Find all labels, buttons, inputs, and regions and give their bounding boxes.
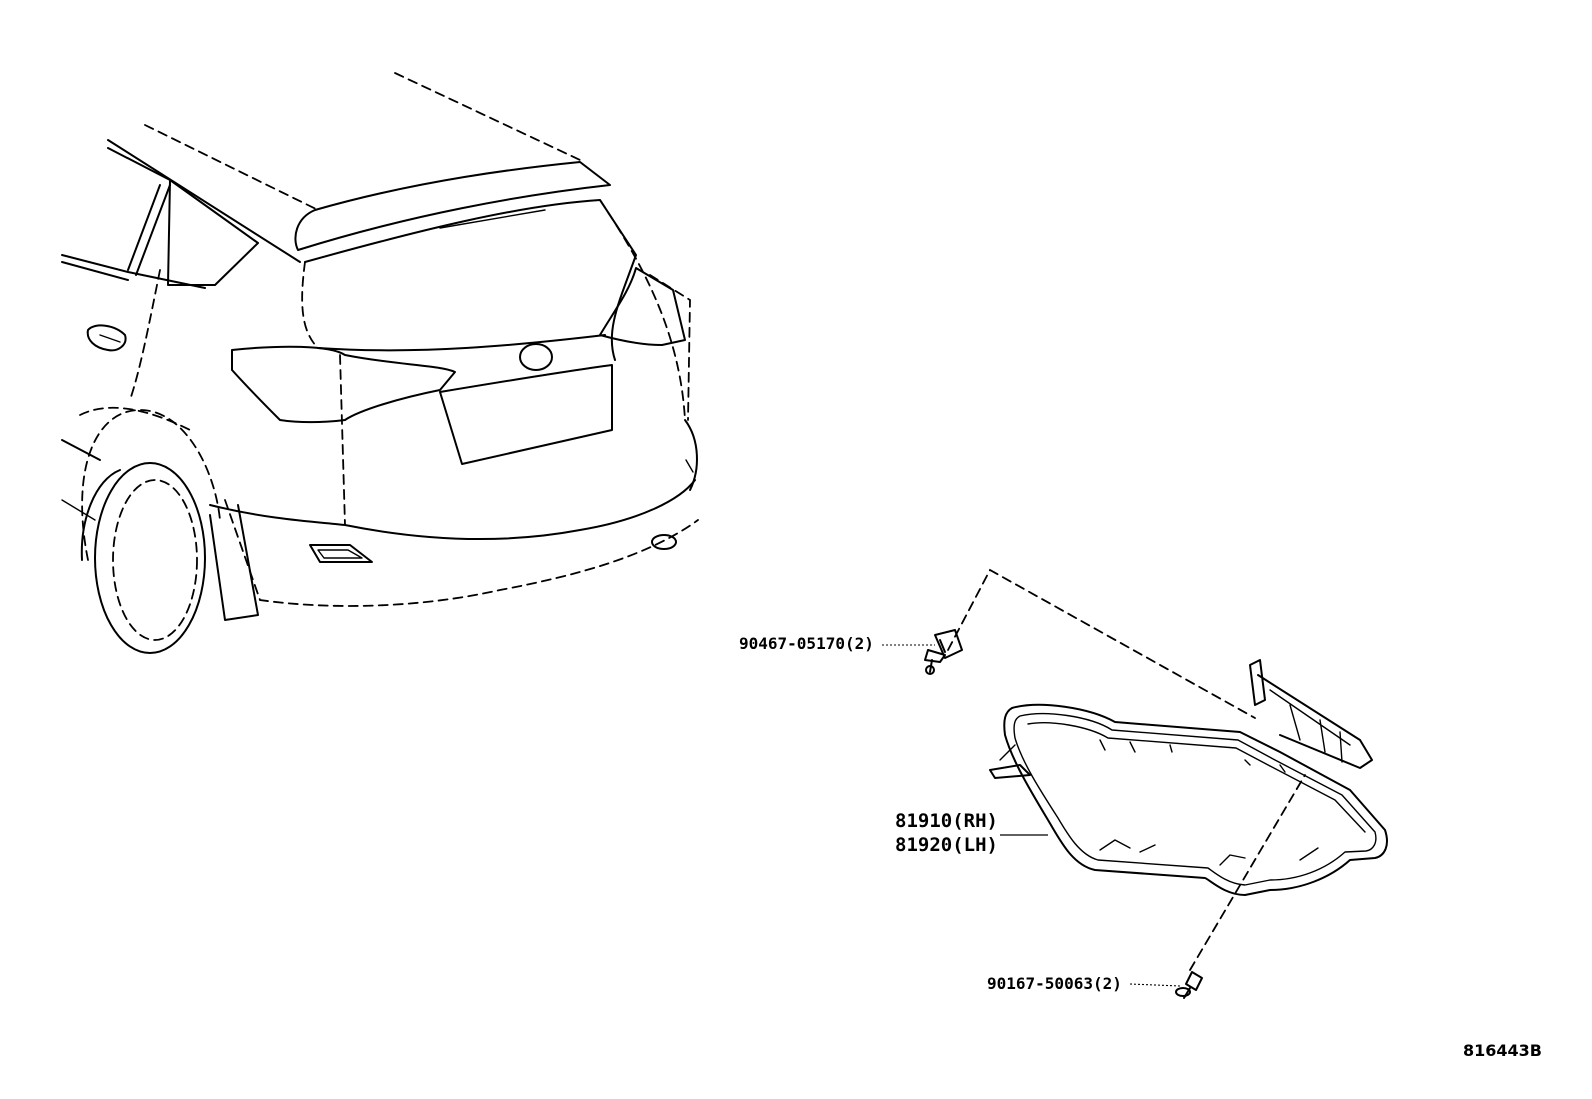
- clip-part-number: 90467-05170(2): [739, 634, 874, 653]
- lamp-rh-part-number: 81910(RH): [895, 810, 998, 832]
- screw-leader-line: [1129, 983, 1181, 987]
- screw-part-number: 90167-50063(2): [987, 974, 1122, 993]
- assembly-guide-line: [1189, 774, 1306, 971]
- clip-fastener: [924, 629, 963, 675]
- lamp-lh-part-number: 81920(LH): [895, 834, 998, 856]
- figure-id: 816443B: [1463, 1041, 1542, 1060]
- screw-fastener: [1175, 971, 1203, 999]
- vehicle-illustration: [61, 72, 699, 654]
- assembly-guide-line: [947, 568, 1256, 719]
- lamp-housing: [989, 659, 1388, 896]
